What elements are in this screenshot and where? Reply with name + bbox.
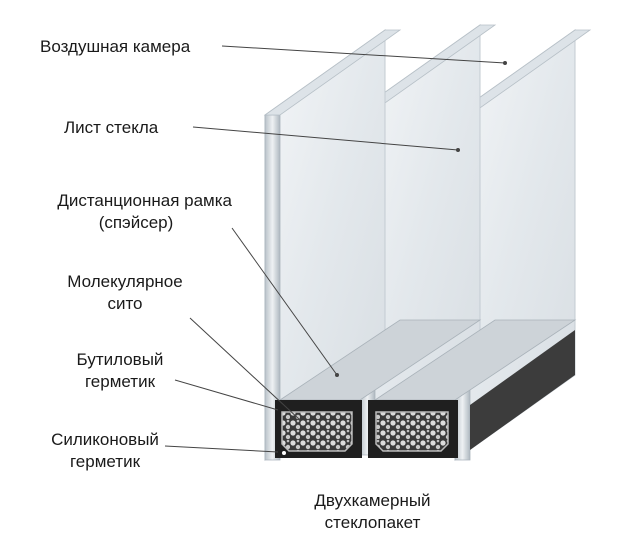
spacer-frame-side-surfaces (470, 330, 575, 450)
label-spacer-frame: Дистанционная рамка (спэйсер) (57, 191, 232, 232)
leader-spacer-frame (231, 227, 338, 376)
label-glass-sheet: Лист стекла (64, 118, 159, 137)
leader-silicone-sealant (164, 445, 279, 453)
label-butyl-sealant: Бутиловый герметик (76, 350, 164, 391)
label-silicone-sealant: Силиконовый герметик (51, 430, 159, 471)
spacer-section-right (368, 400, 458, 458)
leader-butyl-sealant (174, 379, 279, 411)
leader-glass-sheet (192, 126, 459, 151)
leader-air-chamber (221, 45, 506, 64)
leader-lines (164, 45, 507, 453)
label-molecular-sieve: Молекулярное сито (67, 272, 183, 313)
leader-molecular-sieve (189, 317, 301, 421)
diagram-caption: Двухкамерный стеклопакет (314, 491, 431, 532)
label-air-chamber: Воздушная камера (40, 37, 191, 56)
